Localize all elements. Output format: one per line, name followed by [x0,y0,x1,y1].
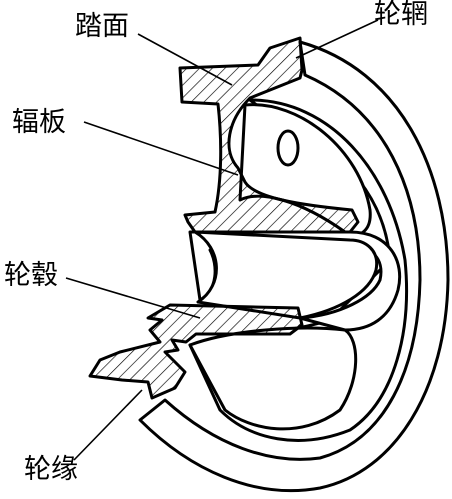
leader-line-web [83,121,239,176]
leader-line-hub [65,277,201,319]
web-ridge-lower [188,326,358,431]
label-rim: 轮辋 [374,0,428,30]
label-web: 辐板 [12,107,66,138]
label-tread: 踏面 [75,11,129,42]
section-hub-flange [88,303,304,400]
label-flange: 轮缘 [24,454,78,485]
section-tread-rim-web [178,36,360,234]
label-hub: 轮毂 [4,260,58,291]
hub-bore-inner [193,230,379,320]
leader-line-rim [295,19,379,59]
outer-ring-band [138,40,450,493]
leader-line-flange [73,389,143,461]
upper-bolt-hole [276,129,300,167]
leader-line-tread [137,33,233,86]
